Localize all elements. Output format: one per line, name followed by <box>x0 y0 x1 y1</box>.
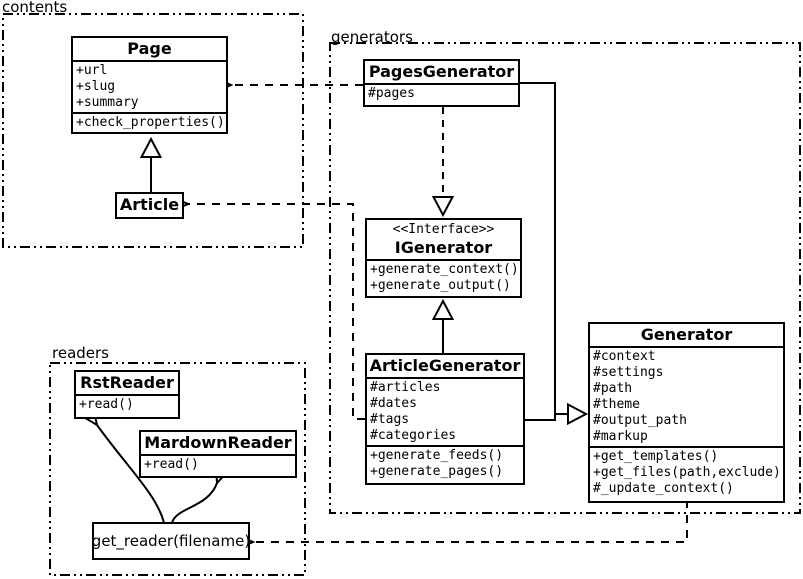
attr-row: #categories <box>370 428 457 443</box>
attr-row: #tags <box>370 412 410 427</box>
class-rstreader-title: RstReader <box>80 373 174 392</box>
method-row: +generate_context() <box>370 262 519 277</box>
class-rstreader-methods: +read() <box>76 394 178 414</box>
class-rstreader: RstReader +read() <box>74 370 180 419</box>
attr-row: #markup <box>593 429 648 444</box>
class-igenerator: <<Interface>> IGenerator +generate_conte… <box>365 218 522 298</box>
class-articlegenerator: ArticleGenerator #articles #dates #tags … <box>365 353 525 485</box>
method-row: +read() <box>144 457 199 472</box>
class-markdownreader: MardownReader +read() <box>139 430 297 478</box>
class-generator: Generator #context #settings #path #them… <box>588 322 785 503</box>
attr-row: #output_path <box>593 413 687 428</box>
method-row: +get_templates() <box>593 449 719 464</box>
class-articlegenerator-methods: +generate_feeds() +generate_pages() <box>367 445 523 481</box>
attr-row: #context <box>593 349 656 364</box>
function-get-reader: get_reader(filename) <box>92 522 250 560</box>
class-markdownreader-methods: +read() <box>141 454 295 474</box>
package-readers-border <box>49 362 306 576</box>
package-label-generators: generators <box>331 28 413 46</box>
class-page-attributes: +url +slug +summary <box>73 60 226 112</box>
class-article-title: Article <box>119 195 180 214</box>
class-igenerator-stereotype: <<Interface>> <box>392 222 495 237</box>
method-row: +generate_output() <box>370 278 511 293</box>
class-articlegenerator-title: ArticleGenerator <box>369 356 521 375</box>
attr-row: +slug <box>76 79 116 94</box>
edge-pagesgenerator-generator <box>520 82 556 421</box>
class-articlegenerator-attributes: #articles #dates #tags #categories <box>367 377 523 445</box>
package-generators-border <box>329 42 801 514</box>
package-label-readers: readers <box>52 344 109 362</box>
method-row: +get_files(path,exclude) <box>593 465 781 480</box>
class-markdownreader-title: MardownReader <box>144 433 292 452</box>
class-page-title: Page <box>127 39 172 58</box>
method-row: #_update_context() <box>593 481 734 496</box>
attr-row: #dates <box>370 396 417 411</box>
class-igenerator-methods: +generate_context() +generate_output() <box>367 259 520 295</box>
class-pagesgenerator-attributes: #pages <box>365 83 518 103</box>
attr-row: #path <box>593 381 633 396</box>
class-pagesgenerator-title: PagesGenerator <box>368 62 515 81</box>
class-page: Page +url +slug +summary +check_properti… <box>71 36 228 134</box>
attr-row: #settings <box>593 365 664 380</box>
class-generator-title: Generator <box>640 325 733 344</box>
class-igenerator-title: IGenerator <box>394 238 493 257</box>
edge-getreader-markdownreader <box>171 466 229 524</box>
method-row: +generate_pages() <box>370 464 504 479</box>
attr-row: #theme <box>593 397 640 412</box>
edge-articlegenerator-article <box>172 196 365 420</box>
method-row: +generate_feeds() <box>370 448 504 463</box>
attr-row: #pages <box>368 86 415 101</box>
attr-row: +summary <box>76 95 139 110</box>
package-contents-border <box>2 13 304 248</box>
method-row: +read() <box>79 397 134 412</box>
class-generator-methods: +get_templates() +get_files(path,exclude… <box>590 446 783 498</box>
class-page-methods: +check_properties() <box>73 112 226 132</box>
class-generator-attributes: #context #settings #path #theme #output_… <box>590 346 783 446</box>
package-label-contents: contents <box>2 0 68 16</box>
attr-row: +url <box>76 63 108 78</box>
edge-getreader-rstreader <box>82 408 165 524</box>
method-row: +check_properties() <box>76 115 225 130</box>
edge-generator-getreader <box>237 500 688 550</box>
attr-row: #articles <box>370 380 441 395</box>
class-article: Article <box>115 192 184 219</box>
class-pagesgenerator: PagesGenerator #pages <box>363 59 520 107</box>
